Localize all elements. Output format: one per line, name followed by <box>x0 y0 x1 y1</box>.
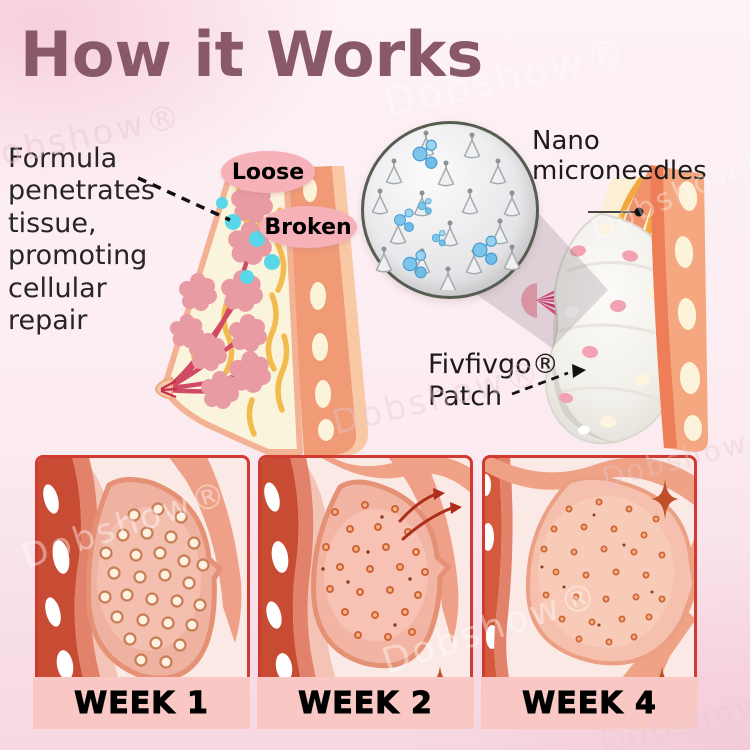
needle-marks <box>322 501 429 641</box>
patch-label: Fivfivgo® Patch <box>428 349 559 413</box>
week-2-bar: WEEK 2 <box>257 677 474 729</box>
week-panel-2 <box>258 455 473 691</box>
annotation-pointer-line <box>137 176 231 222</box>
formula-annotation: Formula penetrates tissue, promoting cel… <box>8 143 155 336</box>
week-panel-4 <box>482 455 697 691</box>
week-4-label: WEEK 4 <box>522 685 657 721</box>
week-1-bar: WEEK 1 <box>33 677 250 729</box>
needle-marks-small <box>321 515 412 627</box>
microneedle-cones <box>371 129 521 290</box>
needle-pointer <box>588 207 644 217</box>
needle-marks <box>540 498 666 646</box>
microneedle-magnifier <box>361 121 539 299</box>
chest-wall <box>650 165 708 452</box>
patch-pointer <box>511 364 586 396</box>
fat-ovals <box>303 178 334 441</box>
tissue-label-broken: Broken <box>259 206 357 248</box>
week-4-illustration <box>485 458 694 688</box>
nipple-ducts <box>160 380 178 399</box>
week-2-illustration <box>261 458 470 688</box>
week-1-illustration <box>38 458 242 688</box>
page-title: How it Works <box>20 18 484 91</box>
sparkle-icon <box>651 479 679 519</box>
needle-marks <box>98 502 210 669</box>
week-1-label: WEEK 1 <box>74 685 209 721</box>
week-4-bar: WEEK 4 <box>481 677 698 729</box>
microneedle-array <box>371 129 521 290</box>
tissue-label-loose: Loose <box>221 151 315 193</box>
nano-microneedles-label: Nano microneedles <box>532 126 707 186</box>
week-panel-1 <box>35 455 250 691</box>
week-2-label: WEEK 2 <box>298 685 433 721</box>
needle-marks-small <box>540 513 654 627</box>
lift-arrows-icon <box>398 488 462 541</box>
